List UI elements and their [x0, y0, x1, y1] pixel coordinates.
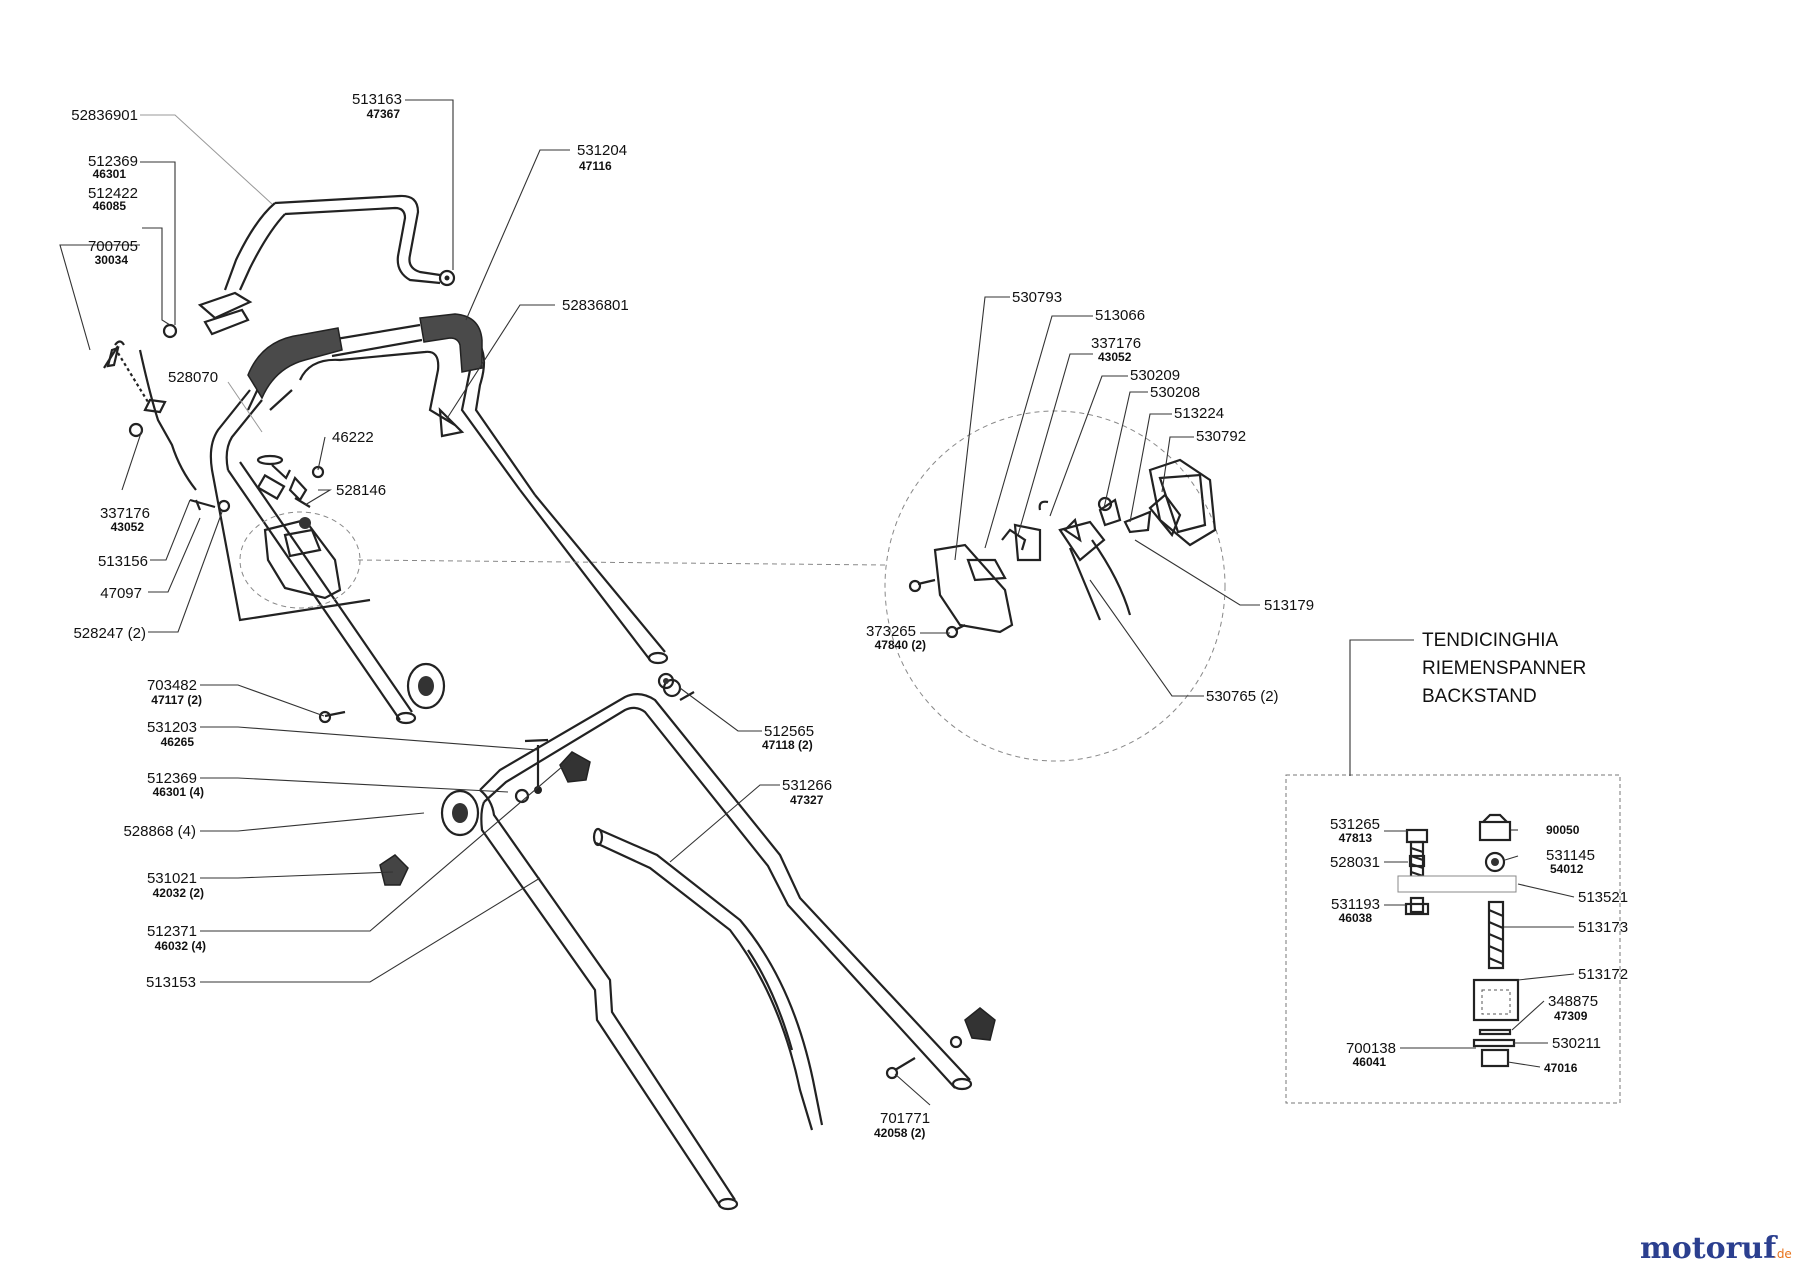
bolts	[318, 672, 916, 1080]
motoruf-logo: motoruf .de	[1640, 1231, 1792, 1266]
label-90050: 90050	[1546, 823, 1580, 837]
label-348875: 348875	[1548, 993, 1598, 1010]
label-512371: 512371	[147, 923, 197, 940]
inset-parts	[1397, 813, 1520, 1068]
label-531145: 531145	[1546, 847, 1595, 864]
label-337176-b: 337176	[1091, 335, 1141, 352]
inset-title-line-1: TENDICINGHIA	[1422, 630, 1559, 651]
logo-suffix: .de	[1773, 1247, 1792, 1261]
label-47116: 47116	[579, 159, 612, 173]
label-373265: 373265	[866, 623, 916, 640]
label-530792: 530792	[1196, 428, 1246, 445]
label-513156: 513156	[98, 553, 148, 570]
label-531204: 531204	[577, 142, 627, 159]
label-513172: 513172	[1578, 966, 1628, 983]
label-530765: 530765 (2)	[1206, 688, 1279, 705]
label-42032: 42032 (2)	[153, 886, 204, 900]
label-47327: 47327	[790, 793, 824, 807]
label-531266: 531266	[782, 777, 832, 794]
logo-text: motoruf	[1640, 1231, 1778, 1266]
label-52836801: 52836801	[562, 297, 629, 314]
label-46301-b: 46301 (4)	[153, 785, 204, 799]
leader-lines	[59, 99, 1575, 1106]
label-530793: 530793	[1012, 289, 1062, 306]
label-513224: 513224	[1174, 405, 1224, 422]
wheel-knobs	[379, 662, 996, 1041]
label-46041: 46041	[1353, 1055, 1387, 1069]
cable-guide-tube	[592, 827, 824, 1131]
inset-title-line-2: RIEMENSPANNER	[1422, 658, 1586, 679]
upper-handle-bar	[197, 194, 456, 336]
label-47117: 47117 (2)	[151, 693, 202, 707]
label-531265: 531265	[1330, 816, 1380, 833]
label-701771: 701771	[880, 1110, 930, 1127]
label-47840: 47840 (2)	[875, 638, 926, 652]
label-46301-a: 46301	[93, 167, 127, 181]
label-337176-a: 337176	[100, 505, 150, 522]
inset-box	[1285, 774, 1621, 1104]
label-512422: 512422	[88, 185, 138, 202]
label-530208: 530208	[1150, 384, 1200, 401]
label-703482: 703482	[147, 677, 197, 694]
detail-source-circle	[239, 511, 361, 609]
inset-title-line-3: BACKSTAND	[1422, 686, 1537, 707]
label-512369-b: 512369	[147, 770, 197, 787]
label-528868: 528868 (4)	[123, 823, 196, 840]
label-531193: 531193	[1331, 896, 1380, 913]
label-30034: 30034	[95, 253, 129, 267]
label-47309: 47309	[1554, 1009, 1588, 1023]
label-46222: 46222	[332, 429, 374, 446]
label-47813: 47813	[1339, 831, 1373, 845]
label-528146: 528146	[336, 482, 386, 499]
label-47016: 47016	[1544, 1061, 1578, 1075]
label-513179: 513179	[1264, 597, 1314, 614]
cable-assembly	[103, 323, 325, 513]
label-46085: 46085	[93, 199, 127, 213]
label-47097: 47097	[100, 585, 142, 602]
label-43052-a: 43052	[111, 520, 145, 534]
label-528031: 528031	[1330, 854, 1380, 871]
control-housing	[263, 517, 342, 600]
label-43052-b: 43052	[1098, 350, 1132, 364]
label-528247: 528247 (2)	[73, 625, 146, 642]
label-512369-a: 512369	[88, 153, 138, 170]
label-46038: 46038	[1339, 911, 1373, 925]
label-531021: 531021	[147, 870, 197, 887]
detail-parts	[908, 458, 1217, 639]
label-52836901: 52836901	[71, 107, 138, 124]
label-47367: 47367	[367, 107, 401, 121]
label-512565: 512565	[764, 723, 814, 740]
detail-circle	[884, 410, 1226, 762]
label-531203: 531203	[147, 719, 197, 736]
label-42058: 42058 (2)	[874, 1126, 925, 1140]
label-700705: 700705	[88, 238, 138, 255]
label-46265: 46265	[161, 735, 195, 749]
label-528070: 528070	[168, 369, 218, 386]
part-labels: 52836901 513163 47367 512369 46301 51242…	[71, 91, 1628, 1140]
label-700138: 700138	[1346, 1040, 1396, 1057]
label-530209: 530209	[1130, 367, 1180, 384]
label-47118: 47118 (2)	[762, 738, 813, 752]
main-handle	[209, 313, 669, 725]
label-46032: 46032 (4)	[155, 939, 206, 953]
inset-title: TENDICINGHIA RIEMENSPANNER BACKSTAND	[1422, 630, 1586, 707]
label-513153: 513153	[146, 974, 196, 991]
label-530211: 530211	[1552, 1035, 1601, 1052]
lower-handle	[479, 693, 973, 1211]
label-54012: 54012	[1550, 862, 1584, 876]
detail-connector	[357, 559, 886, 566]
label-513173: 513173	[1578, 919, 1628, 936]
label-513163: 513163	[352, 91, 402, 108]
label-513521: 513521	[1578, 889, 1628, 906]
label-513066: 513066	[1095, 307, 1145, 324]
